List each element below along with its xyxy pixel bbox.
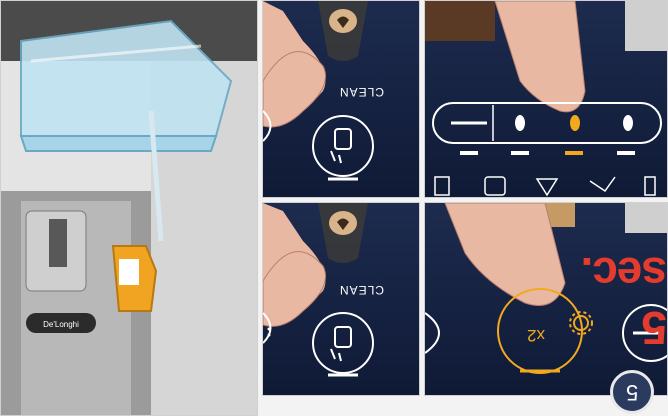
- cups-row: [535, 203, 668, 233]
- hold-duration-label: 5 sec.: [571, 247, 667, 355]
- hand: [263, 1, 326, 127]
- coffee-cup-icon: [318, 203, 368, 263]
- top-right-panel: [424, 0, 668, 198]
- hand: [495, 1, 585, 112]
- coffee-cup-icon: [318, 1, 368, 61]
- machine-illustration: De'Longhi: [1, 1, 258, 416]
- power-icon-left: [425, 313, 439, 353]
- step-number-badge: 5: [610, 370, 654, 414]
- clean-label: CLEAN: [339, 85, 384, 99]
- top-right-illustration: [425, 1, 668, 198]
- top-middle-panel: CLEAN: [262, 0, 420, 198]
- hand: [263, 203, 326, 326]
- clean-button[interactable]: [313, 313, 373, 375]
- clean-button[interactable]: [313, 116, 373, 179]
- clean-label: CLEAN: [339, 283, 384, 297]
- milk-connector[interactable]: [113, 246, 156, 311]
- bottom-middle-panel: CLEAN: [262, 202, 420, 396]
- brand-logo: De'Longhi: [43, 320, 79, 329]
- strength-selector-bar[interactable]: [433, 103, 661, 155]
- machine-illustration-panel: De'Longhi: [0, 0, 258, 416]
- bottom-middle-illustration: [263, 203, 420, 396]
- bottom-icons-row: [435, 177, 655, 195]
- top-middle-illustration: [263, 1, 420, 198]
- step-number: 5: [626, 379, 638, 405]
- bottom-right-panel: 5 sec. x2: [424, 202, 668, 396]
- repeat-count-label: x2: [527, 325, 545, 345]
